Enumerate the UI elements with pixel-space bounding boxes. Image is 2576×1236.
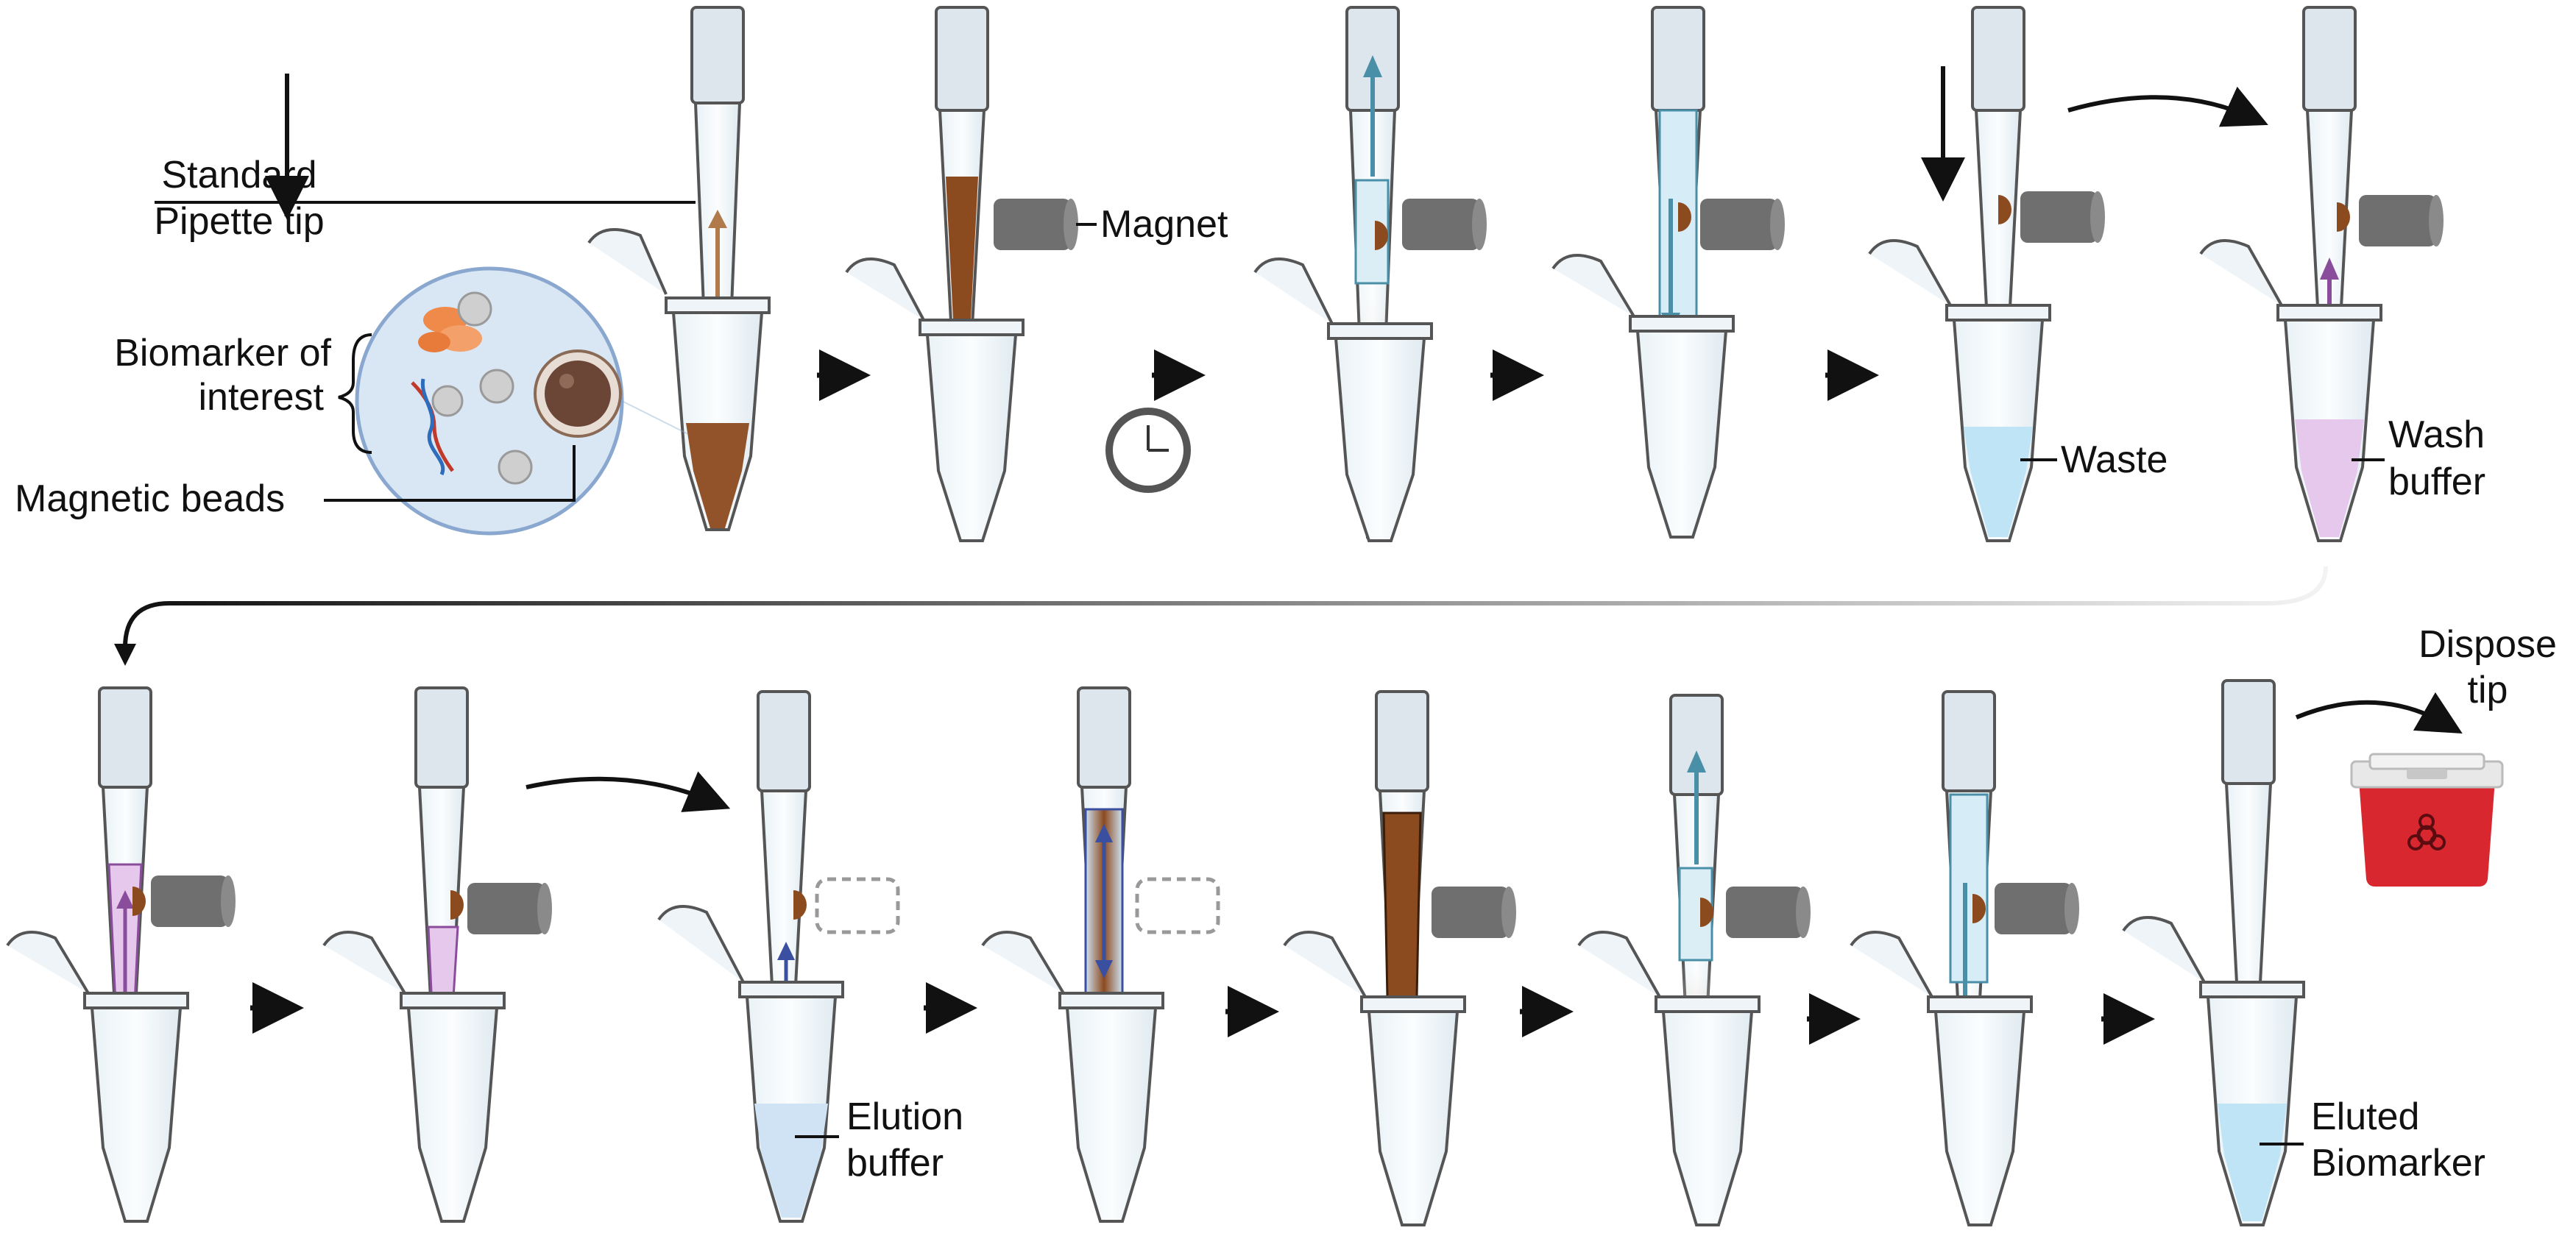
- pipette-tip: [935, 6, 989, 436]
- step-2-magnet-capture: Magnet: [845, 6, 1228, 542]
- step-5-waste-discard: Waste: [1868, 6, 2168, 542]
- microtube: [657, 905, 844, 1223]
- bead-pellet: [1972, 894, 1986, 923]
- magnet-icon: [467, 883, 545, 934]
- step-12-magnet-separate: [1577, 694, 1811, 1226]
- magnet-icon: [2020, 191, 2098, 243]
- dispose-arrow: [2295, 692, 2463, 734]
- microtube: [1253, 258, 1433, 542]
- microtube: [587, 228, 771, 531]
- magnet-icon: [2359, 195, 2436, 246]
- bead-pellet: [793, 890, 807, 920]
- magnetic-beads-leader: [324, 445, 576, 502]
- magnified-sample-view: [355, 266, 689, 536]
- eluted-label-1: Eluted: [2311, 1095, 2419, 1138]
- dispose-label-1: Dispose: [2418, 623, 2557, 666]
- eluted-biomarker-liquid: [2218, 1104, 2287, 1221]
- step-9-elution-draw: Elution buffer: [657, 690, 963, 1223]
- magnet-icon: [1432, 887, 1509, 938]
- eluted-label-2: Biomarker: [2311, 1142, 2485, 1184]
- microtube: [845, 258, 1025, 542]
- waste-liquid: [1964, 427, 2033, 537]
- biomarker-label-2: interest: [198, 376, 324, 419]
- magnet-removed-outline: [1135, 877, 1220, 934]
- dispose-label-2: tip: [2468, 669, 2508, 711]
- step-10-elution-mix: [981, 686, 1220, 1223]
- bead-pellet: [1998, 195, 2011, 224]
- transfer-arrow: [2067, 86, 2268, 127]
- microtube: [6, 931, 189, 1223]
- magnet-icon: [151, 876, 228, 927]
- biohazard-bin-icon: [2350, 753, 2504, 887]
- bead-pellet: [450, 890, 464, 920]
- magnet-icon: [1402, 199, 1479, 250]
- row-return-arrow: [123, 566, 2328, 648]
- sample-in-tip: [946, 177, 978, 419]
- magnet-icon: [1726, 887, 1803, 938]
- biomarker-brace: [338, 333, 372, 454]
- waste-label: Waste: [2061, 438, 2168, 481]
- magnet-removed-outline: [815, 877, 900, 934]
- bead-small: [457, 291, 492, 327]
- step-4-dispense: [1551, 6, 1785, 539]
- sample-liquid: [686, 423, 749, 528]
- magnet-label: Magnet: [1100, 203, 1228, 246]
- bead-pellet: [1678, 202, 1691, 232]
- step-3-bead-hold: [1253, 6, 1487, 542]
- bead-small: [479, 369, 514, 404]
- wash-buffer-liquid: [2295, 419, 2364, 537]
- microtube: [1850, 931, 2033, 1226]
- step-13-dispense-eluate: [1850, 690, 2079, 1226]
- bead-small: [498, 450, 533, 485]
- microtube: [2199, 239, 2382, 542]
- step-8-wash-discard: [322, 686, 552, 1223]
- microtube: [981, 931, 1164, 1223]
- bead-pellet: [1375, 221, 1388, 250]
- eluate-in-tip: [1382, 811, 1422, 998]
- microtube: [322, 931, 506, 1223]
- microtube: [2122, 916, 2305, 1226]
- magnet-icon: [1700, 199, 1777, 250]
- bead-small: [431, 385, 464, 417]
- dna-biomarker-icon: [411, 378, 455, 476]
- wash-label-2: buffer: [2388, 461, 2485, 503]
- microtube: [1283, 931, 1466, 1226]
- pipette-tip-label-2: Pipette tip: [154, 200, 324, 243]
- pipette-tip: [1651, 6, 1705, 436]
- microtube: [1577, 931, 1761, 1226]
- elution-label-1: Elution: [846, 1095, 963, 1138]
- microtube: [1868, 239, 2051, 542]
- magnet-icon: [994, 199, 1071, 250]
- transfer-arrow: [526, 771, 731, 812]
- step-14-final-eluate: Eluted Biomarker: [2122, 679, 2485, 1226]
- elution-label-2: buffer: [846, 1142, 944, 1184]
- elution-buffer-liquid: [754, 1104, 828, 1218]
- step-1-sample-load: Standard Pipette tip Biomarker of intere…: [15, 6, 771, 536]
- magnetic-beads-label: Magnetic beads: [15, 477, 285, 520]
- step-6-wash: Wash buffer: [2199, 6, 2485, 542]
- clock-icon: [1105, 408, 1191, 493]
- bead-pellet: [1700, 898, 1713, 927]
- protein-biomarker-icon: [418, 307, 482, 352]
- wash-label-1: Wash: [2388, 413, 2485, 456]
- biomarker-label-1: Biomarker of: [114, 332, 331, 374]
- bead-pellet: [132, 887, 146, 916]
- bead-pellet: [2337, 202, 2350, 232]
- pipette-tip-label-1: Standard: [161, 154, 316, 196]
- step-7-wash-mix: [6, 686, 236, 1223]
- microtube: [1551, 254, 1735, 539]
- magnet-icon: [1995, 883, 2072, 934]
- step-11-elution-incubate: [1283, 690, 1516, 1226]
- magnetic-bead-icon: [534, 349, 622, 438]
